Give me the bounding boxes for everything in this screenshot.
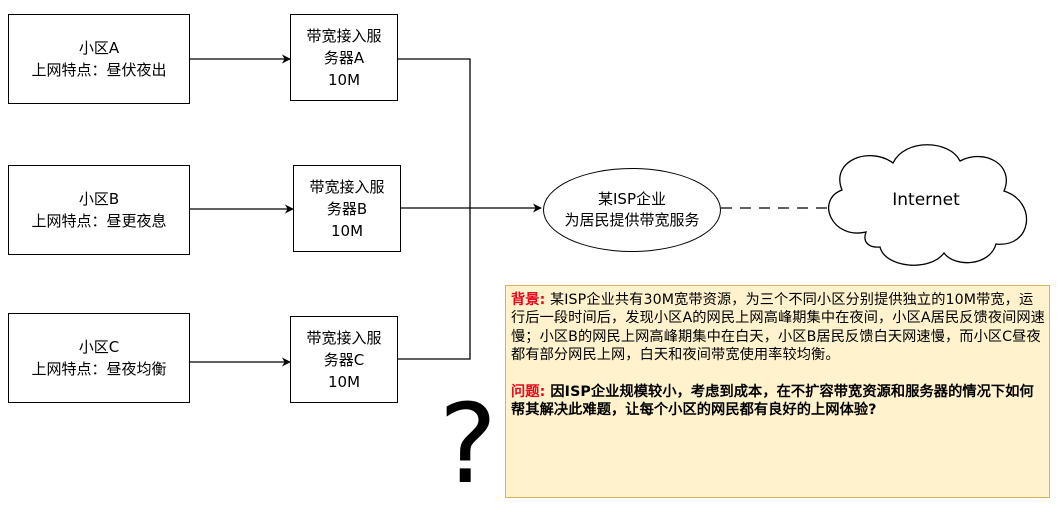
server-c-box: 带宽接入服 务器C 10M <box>290 316 398 403</box>
isp-node: 某ISP企业 为居民提供带宽服务 <box>543 168 721 252</box>
background-note: 背景: 某ISP企业共有30M宽带资源，为三个不同小区分别提供独立的10M带宽，… <box>505 285 1050 498</box>
server-b-line2: 务器B <box>326 199 368 218</box>
line-server-a-to-isp <box>398 58 471 208</box>
server-c-line1: 带宽接入服 <box>306 328 382 347</box>
server-a-line3: 10M <box>327 70 361 89</box>
server-c-line2: 务器C <box>323 350 365 369</box>
server-a-line2: 务器A <box>323 48 365 67</box>
server-c-line3: 10M <box>327 372 361 391</box>
background-text: 某ISP企业共有30M宽带资源，为三个不同小区分别提供独立的10M带宽，运行后一… <box>511 292 1045 364</box>
question-paragraph: 问题: 因ISP企业规模较小，考虑到成本，在不扩容带宽资源和服务器的情况下如何帮… <box>511 383 1045 420</box>
server-b-box: 带宽接入服 务器B 10M <box>293 165 401 252</box>
server-a-line1: 带宽接入服 <box>306 26 382 45</box>
server-b-line3: 10M <box>330 221 364 240</box>
line-server-c-to-isp <box>398 208 471 360</box>
zone-a-name: 小区A <box>78 39 120 57</box>
zone-b-trait: 上网特点：昼更夜息 <box>31 212 167 230</box>
background-paragraph: 背景: 某ISP企业共有30M宽带资源，为三个不同小区分别提供独立的10M带宽，… <box>511 291 1045 365</box>
zone-a-trait: 上网特点：昼伏夜出 <box>31 61 167 79</box>
isp-line1: 某ISP企业 <box>598 190 666 208</box>
server-b-line1: 带宽接入服 <box>309 177 385 196</box>
background-label: 背景: <box>511 292 546 308</box>
zone-c-trait: 上网特点：昼夜均衡 <box>31 360 167 378</box>
zone-b-name: 小区B <box>78 190 120 208</box>
question-text: 因ISP企业规模较小，考虑到成本，在不扩容带宽资源和服务器的情况下如何帮其解决此… <box>511 383 1034 419</box>
zone-c-box: 小区C 上网特点：昼夜均衡 <box>8 313 190 403</box>
internet-label: Internet <box>892 190 960 210</box>
zone-a-box: 小区A 上网特点：昼伏夜出 <box>8 14 190 104</box>
zone-b-box: 小区B 上网特点：昼更夜息 <box>8 165 190 255</box>
zone-c-name: 小区C <box>78 338 120 356</box>
internet-cloud-shape <box>828 144 1028 266</box>
isp-line2: 为居民提供带宽服务 <box>564 211 700 229</box>
question-mark-icon: ? <box>438 380 498 508</box>
server-a-box: 带宽接入服 务器A 10M <box>290 14 398 101</box>
question-label: 问题: <box>511 383 546 400</box>
